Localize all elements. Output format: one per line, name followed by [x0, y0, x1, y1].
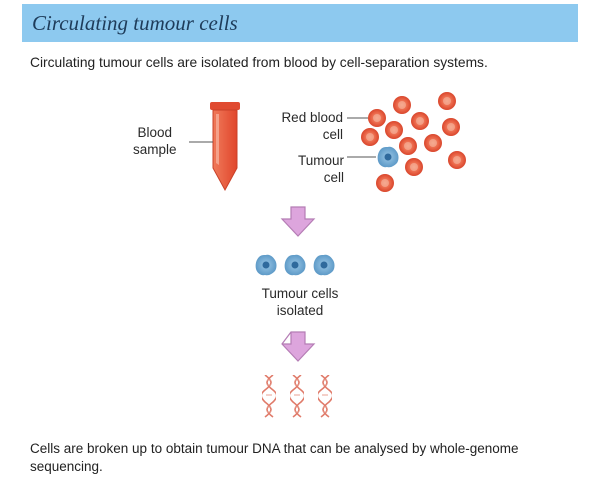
- blood-sample-label: Blood sample: [133, 124, 177, 158]
- red-blood-cell-label-line1: Red blood: [281, 110, 343, 125]
- tumour-cell-label-line2: cell: [323, 170, 344, 185]
- tumour-cell-label-line1: Tumour: [297, 153, 344, 168]
- subtitle: Circulating tumour cells are isolated fr…: [30, 55, 488, 70]
- blood-sample-label-line1: Blood: [137, 125, 173, 140]
- dna-helices: [262, 375, 332, 418]
- footer-caption: Cells are broken up to obtain tumour DNA…: [30, 441, 519, 474]
- dna-helix-icon: [290, 375, 304, 418]
- red-blood-cell-icon: [368, 109, 386, 127]
- page-title: Circulating tumour cells: [32, 11, 238, 35]
- tumour-cell-label: Tumour cell: [284, 152, 344, 186]
- down-arrow-icon: [281, 331, 316, 362]
- red-blood-cell-icon: [448, 151, 466, 169]
- tumour-cell-icon: [255, 254, 277, 276]
- down-arrow-icon: [280, 206, 316, 237]
- red-blood-cell-label-line2: cell: [322, 127, 343, 142]
- tumour-cells-isolated-line2: isolated: [276, 303, 324, 318]
- red-blood-cell-icon: [385, 121, 403, 139]
- tumour-cell-icon: [377, 146, 399, 168]
- tumour-cells-isolated-line1: Tumour cells: [261, 286, 339, 301]
- red-blood-cell-icon: [393, 96, 411, 114]
- tumour-cell-icon: [313, 254, 335, 276]
- test-tube-icon: [210, 102, 240, 192]
- tumour-cells-isolated-label: Tumour cells isolated: [238, 285, 362, 319]
- dna-helix-icon: [318, 375, 332, 418]
- dna-helix-icon: [262, 375, 276, 418]
- red-blood-cell-icon: [442, 118, 460, 136]
- tumour-cell-icon: [284, 254, 306, 276]
- red-blood-cell-icon: [438, 92, 456, 110]
- red-blood-cell-icon: [424, 134, 442, 152]
- red-blood-cell-icon: [405, 158, 423, 176]
- red-blood-cell-icon: [399, 137, 417, 155]
- blood-sample-label-line2: sample: [133, 142, 177, 157]
- title-bar: Circulating tumour cells: [22, 4, 578, 42]
- red-blood-cell-label: Red blood cell: [273, 109, 343, 143]
- isolated-tumour-cells: [255, 254, 335, 276]
- red-blood-cell-icon: [376, 174, 394, 192]
- red-blood-cell-cluster: [361, 92, 466, 192]
- red-blood-cell-icon: [361, 128, 379, 146]
- red-blood-cell-icon: [411, 112, 429, 130]
